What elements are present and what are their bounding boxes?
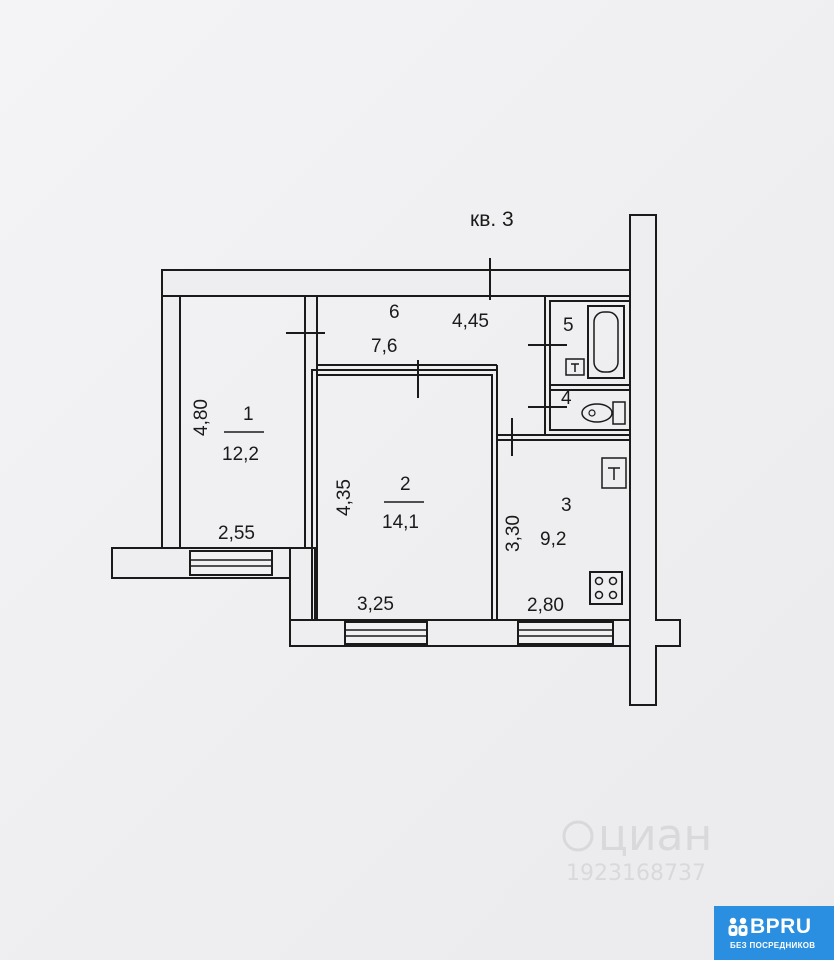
room6-area: 7,6 [371, 336, 397, 357]
fixtures [565, 305, 627, 605]
window-room2 [344, 621, 428, 645]
bpru-brand: BPRU [750, 915, 812, 938]
bathroom-block-inner [549, 300, 631, 431]
watermark-id: 1923168737 [566, 861, 706, 886]
watermark: циан 1923168737 [562, 810, 712, 886]
labels: кв. 3 6 7,6 4,45 5 4 1 12,2 2,55 4,80 2 … [191, 208, 574, 616]
room5-number: 5 [563, 315, 574, 336]
room2-area: 14,1 [382, 512, 419, 533]
bpru-badge[interactable]: BPRU БЕЗ ПОСРЕДНИКОВ [714, 906, 834, 960]
room3-number: 3 [561, 495, 572, 516]
right-exterior-wall [629, 214, 681, 706]
room6-length: 4,45 [452, 311, 489, 332]
watermark-logo-icon [562, 820, 594, 852]
room4-number: 4 [561, 388, 572, 409]
toilet-icon [581, 401, 626, 425]
top-exterior-wall [161, 269, 631, 297]
room3-width: 2,80 [527, 595, 564, 616]
bathroom-sink-icon [565, 358, 585, 376]
room2-inner-outline [316, 374, 493, 621]
watermark-brand: циан [598, 810, 712, 861]
room1-area: 12,2 [222, 444, 259, 465]
room3-area: 9,2 [540, 529, 566, 550]
room1-length: 4,80 [191, 399, 212, 436]
left-exterior-wall [161, 295, 181, 549]
window-room1 [189, 550, 273, 576]
room2-number: 2 [400, 474, 411, 495]
doors [286, 258, 567, 456]
stove-icon [589, 571, 623, 605]
partitions [304, 295, 631, 621]
bathtub-icon [587, 305, 625, 379]
room2-width: 3,25 [357, 594, 394, 615]
room6-number: 6 [389, 302, 400, 323]
kitchen-sink-icon [601, 457, 627, 489]
room3-length: 3,30 [503, 515, 524, 552]
apartment-label: кв. 3 [470, 208, 514, 231]
room1-number: 1 [243, 404, 254, 425]
bpru-logo-icon [728, 917, 748, 936]
room2-length: 4,35 [334, 479, 355, 516]
windows [189, 550, 614, 645]
bpru-tagline: БЕЗ ПОСРЕДНИКОВ [730, 941, 816, 950]
window-room3 [517, 621, 614, 645]
room1-width: 2,55 [218, 523, 255, 544]
